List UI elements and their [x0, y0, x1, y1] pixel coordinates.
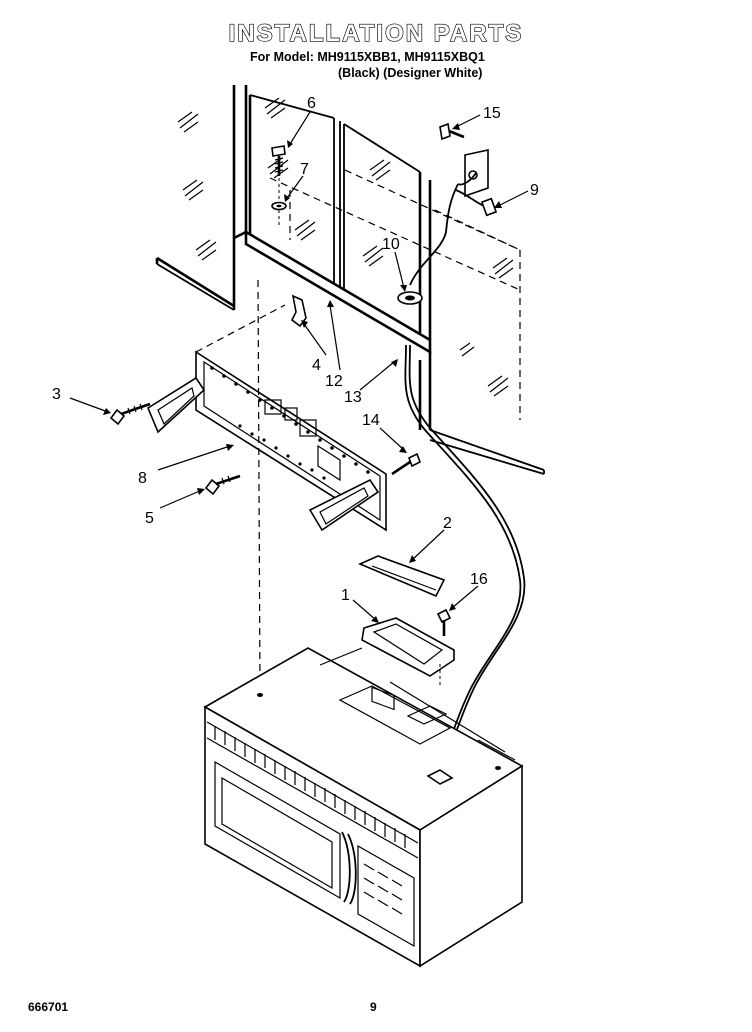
- callout-13: 13: [344, 389, 362, 406]
- callout-14: 15: [483, 105, 501, 122]
- page-number: 9: [370, 1000, 377, 1014]
- power-cord: [404, 183, 526, 771]
- upper-cabinets: [155, 85, 545, 475]
- callout-4: 4: [312, 357, 321, 374]
- callout-15: 14: [362, 412, 380, 429]
- screw-3: [109, 402, 151, 426]
- exhaust-adaptor-1: [361, 617, 455, 685]
- leader-lines: [69, 111, 529, 621]
- callout-10: 10: [382, 236, 400, 253]
- wall-outlet: [457, 149, 489, 198]
- screw-5: [204, 474, 241, 496]
- screw-6: [271, 145, 286, 200]
- screw-14: [439, 122, 465, 141]
- model-colors: (Black) (Designer White): [338, 66, 483, 80]
- callout-9: 9: [530, 182, 539, 199]
- screw-15: [391, 452, 422, 476]
- callout-3: 3: [52, 386, 61, 403]
- leader-arrows: [103, 123, 502, 623]
- grommet: [397, 291, 423, 305]
- callout-16: 16: [470, 571, 488, 588]
- model-numbers: For Model: MH9115XBB1, MH9115XBQ1: [250, 50, 485, 64]
- bracket-4: [290, 294, 307, 328]
- callout-7: 7: [300, 161, 309, 178]
- document-number: 666701: [28, 1000, 69, 1014]
- cord-clamp: [480, 197, 498, 217]
- callout-12: 12: [325, 373, 343, 390]
- mounting-plate: [147, 350, 387, 532]
- callout-6: 6: [307, 95, 316, 112]
- microwave-oven: [203, 647, 524, 968]
- callout-8: 8: [138, 470, 147, 487]
- page-title: INSTALLATION PARTS: [228, 19, 524, 47]
- screw-16: [436, 608, 452, 636]
- callout-2: 2: [443, 515, 452, 532]
- callout-1: 1: [341, 587, 350, 604]
- callout-5: 5: [145, 510, 154, 527]
- washer-7: [271, 201, 287, 226]
- damper-2: [357, 555, 446, 598]
